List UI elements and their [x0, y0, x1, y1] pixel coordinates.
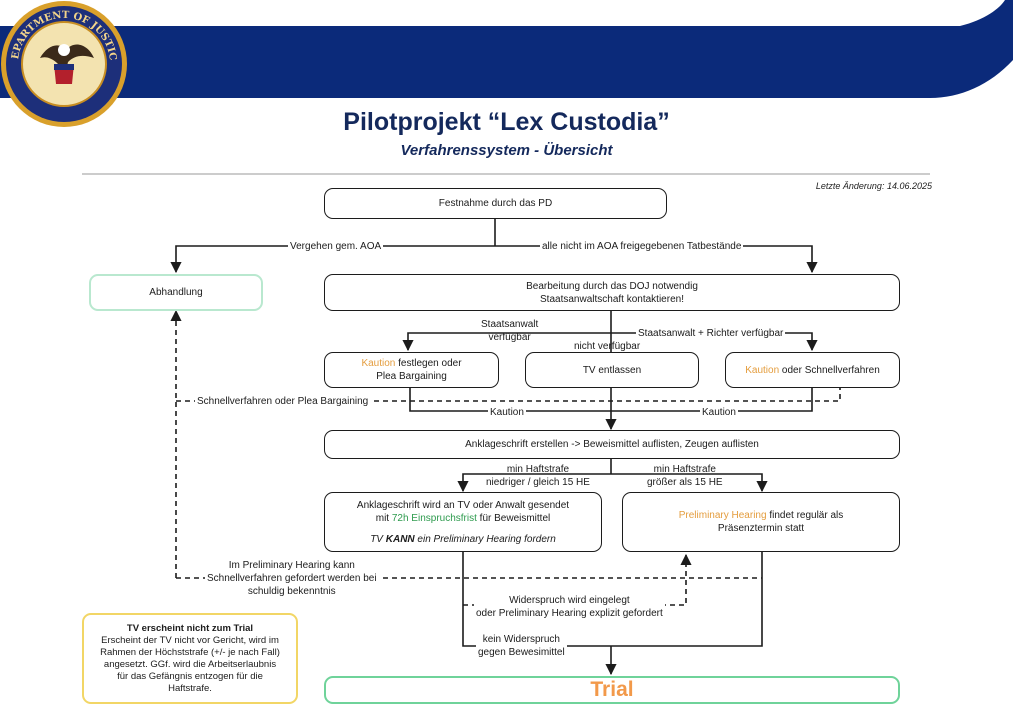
- node-tv-released: TV entlassen: [525, 352, 699, 388]
- edge-min-low: [457, 473, 611, 493]
- label-bail-right: Kaution: [700, 406, 738, 419]
- label-fast-track-plea: Schnellverfahren oder Plea Bargaining: [195, 395, 371, 408]
- node-abhandlung: Abhandlung: [89, 274, 263, 311]
- edge-prosecutor: [402, 332, 611, 352]
- header-banner: [0, 0, 1013, 98]
- edge-prelim-to-trial: [611, 552, 763, 647]
- doj-seal-icon: DEPARTMENT OF JUSTICE: [0, 0, 127, 127]
- node-indictment: Anklageschrift erstellen -> Beweismittel…: [324, 430, 900, 459]
- label-bail-left: Kaution: [488, 406, 526, 419]
- eagle-icon: [40, 44, 94, 84]
- node-bail-right: Kaution oder Schnellverfahren: [725, 352, 900, 388]
- edge-misdemeanor: [170, 245, 495, 274]
- node-doj: Bearbeitung durch das DOJ notwendig Staa…: [324, 274, 900, 311]
- last-changed-date: Letzte Änderung: 14.06.2025: [815, 181, 932, 191]
- node-arrest: Festnahme durch das PD: [324, 188, 667, 219]
- node-preliminary-hearing: Preliminary Hearing findet regulär als P…: [622, 492, 900, 552]
- note-tv-absent: TV erscheint nicht zum Trial Erscheint d…: [82, 613, 298, 704]
- node-indictment-sent: Anklageschrift wird an TV oder Anwalt ge…: [324, 492, 602, 552]
- label-misdemeanor: Vergehen gem. AOA: [288, 240, 384, 253]
- edge-bail-right: [611, 388, 813, 412]
- edge-bail-left: [409, 388, 611, 412]
- page-subtitle: Verfahrenssystem - Übersicht: [400, 142, 613, 159]
- page-title: Pilotprojekt “Lex Custodia”: [343, 108, 670, 136]
- label-all-others: alle nicht im AOA freigegebenen Tatbestä…: [540, 240, 744, 253]
- node-trial: Trial: [324, 676, 900, 704]
- edge-min-high: [611, 473, 768, 493]
- label-prosecutor-judge: Staatsanwalt + Richter verfügbar: [636, 327, 786, 340]
- label-not-available: nicht verfügbar: [574, 341, 641, 352]
- node-bail-left: Kaution festlegen oder Plea Bargaining: [324, 352, 499, 388]
